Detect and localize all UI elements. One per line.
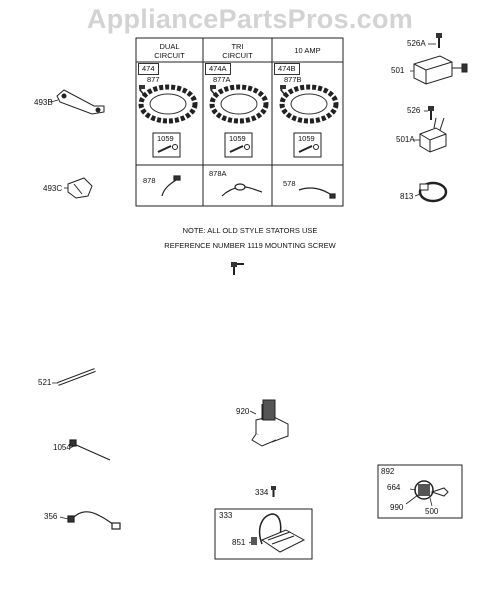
leader-lines <box>50 43 436 544</box>
label-877: 877 <box>147 75 160 84</box>
label-877b: 877B <box>284 75 302 84</box>
harness-578-drawing <box>298 187 336 199</box>
label-1059-c: 1059 <box>298 134 315 143</box>
header-dual-circuit: DUAL CIRCUIT <box>136 42 203 60</box>
label-578: 578 <box>283 179 296 188</box>
label-878: 878 <box>143 176 156 185</box>
screw-box-1 <box>152 132 181 158</box>
screw-334-drawing <box>271 486 276 497</box>
screw-526a-drawing <box>436 33 442 48</box>
header-tri-circuit: TRI CIRCUIT <box>203 42 272 60</box>
label-813: 813 <box>400 192 414 201</box>
clamp-813-drawing <box>418 181 448 203</box>
label-877a: 877A <box>213 75 231 84</box>
harness-356-drawing <box>67 511 121 530</box>
label-990: 990 <box>390 503 404 512</box>
row-id-474: 474 <box>138 63 159 75</box>
clip-493c-drawing <box>67 177 93 199</box>
mounting-screw-drawing <box>231 262 244 275</box>
screw-box-2 <box>224 132 253 158</box>
ignition-box-892 <box>377 464 463 519</box>
header-dual-line2: CIRCUIT <box>154 51 185 60</box>
rod-521-drawing <box>57 368 96 386</box>
screw-box-3 <box>293 132 322 158</box>
label-334: 334 <box>255 488 269 497</box>
note-line2: REFERENCE NUMBER 1119 MOUNTING SCREW <box>164 241 336 250</box>
header-dual-line1: DUAL <box>159 42 180 51</box>
label-1054: 1054 <box>53 443 71 452</box>
label-892: 892 <box>381 467 395 476</box>
stator-877-drawing <box>138 84 198 124</box>
header-tri-line1: TRI <box>231 42 244 51</box>
note-line1: NOTE: ALL OLD STYLE STATORS USE <box>182 226 318 235</box>
row-id-474b: 474B <box>274 63 300 75</box>
regulator-501a-drawing <box>419 117 447 153</box>
label-493b: 493B <box>34 98 53 107</box>
harness-878-drawing <box>161 175 181 197</box>
label-500: 500 <box>425 507 439 516</box>
tie-1054-drawing <box>69 439 111 461</box>
label-356: 356 <box>44 512 58 521</box>
label-1059-a: 1059 <box>157 134 174 143</box>
row-id-474a: 474A <box>205 63 231 75</box>
label-501: 501 <box>391 66 405 75</box>
header-tri-line2: CIRCUIT <box>222 51 253 60</box>
label-501a: 501A <box>396 135 415 144</box>
switch-920-drawing <box>251 399 289 447</box>
label-526a: 526A <box>407 39 426 48</box>
regulator-501-drawing <box>413 55 468 85</box>
watermark: AppliancePartsPros.com <box>86 4 414 34</box>
label-1059-b: 1059 <box>229 134 246 143</box>
switch-box-333 <box>214 508 313 560</box>
stator-table-grid <box>135 37 344 207</box>
harness-878a-drawing <box>221 183 263 197</box>
label-664: 664 <box>387 483 401 492</box>
stator-877a-drawing <box>209 84 269 124</box>
screw-526-drawing <box>428 106 434 120</box>
label-878a: 878A <box>209 169 227 178</box>
label-521: 521 <box>38 378 52 387</box>
header-10-amp: 10 AMP <box>272 46 343 55</box>
stator-877b-drawing <box>279 84 339 124</box>
label-920: 920 <box>236 407 250 416</box>
label-851: 851 <box>232 538 246 547</box>
header-10amp-line1: 10 AMP <box>294 46 321 55</box>
label-526: 526 <box>407 106 421 115</box>
bracket-493b-drawing <box>56 89 105 115</box>
label-333: 333 <box>219 511 233 520</box>
label-493c: 493C <box>43 184 63 193</box>
